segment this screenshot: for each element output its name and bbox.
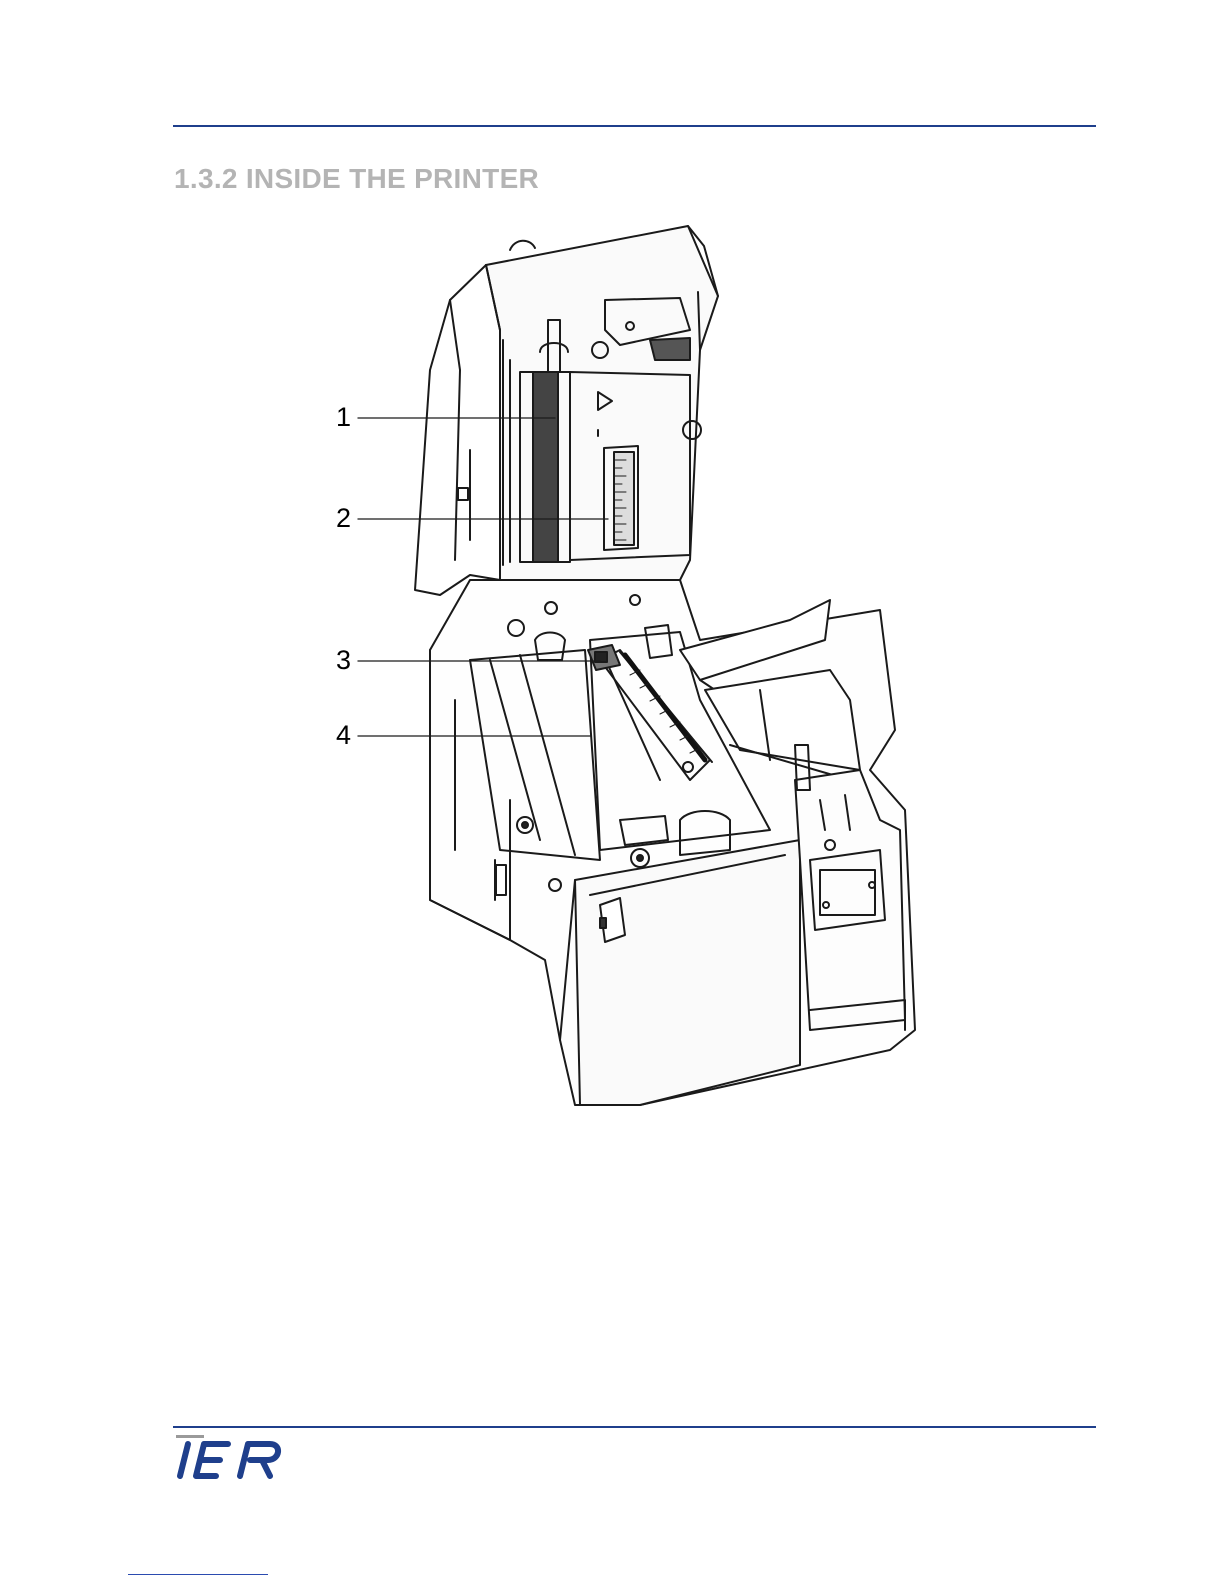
callout-3: 3 bbox=[336, 647, 351, 674]
callout-1: 1 bbox=[336, 404, 351, 431]
top-cover bbox=[415, 226, 718, 595]
company-logo bbox=[174, 1432, 292, 1482]
footer-rule bbox=[173, 1426, 1096, 1428]
callout-2: 2 bbox=[336, 505, 351, 532]
callout-4: 4 bbox=[336, 722, 351, 749]
printer-body bbox=[430, 580, 915, 1105]
footer-link-underline bbox=[128, 1574, 268, 1575]
